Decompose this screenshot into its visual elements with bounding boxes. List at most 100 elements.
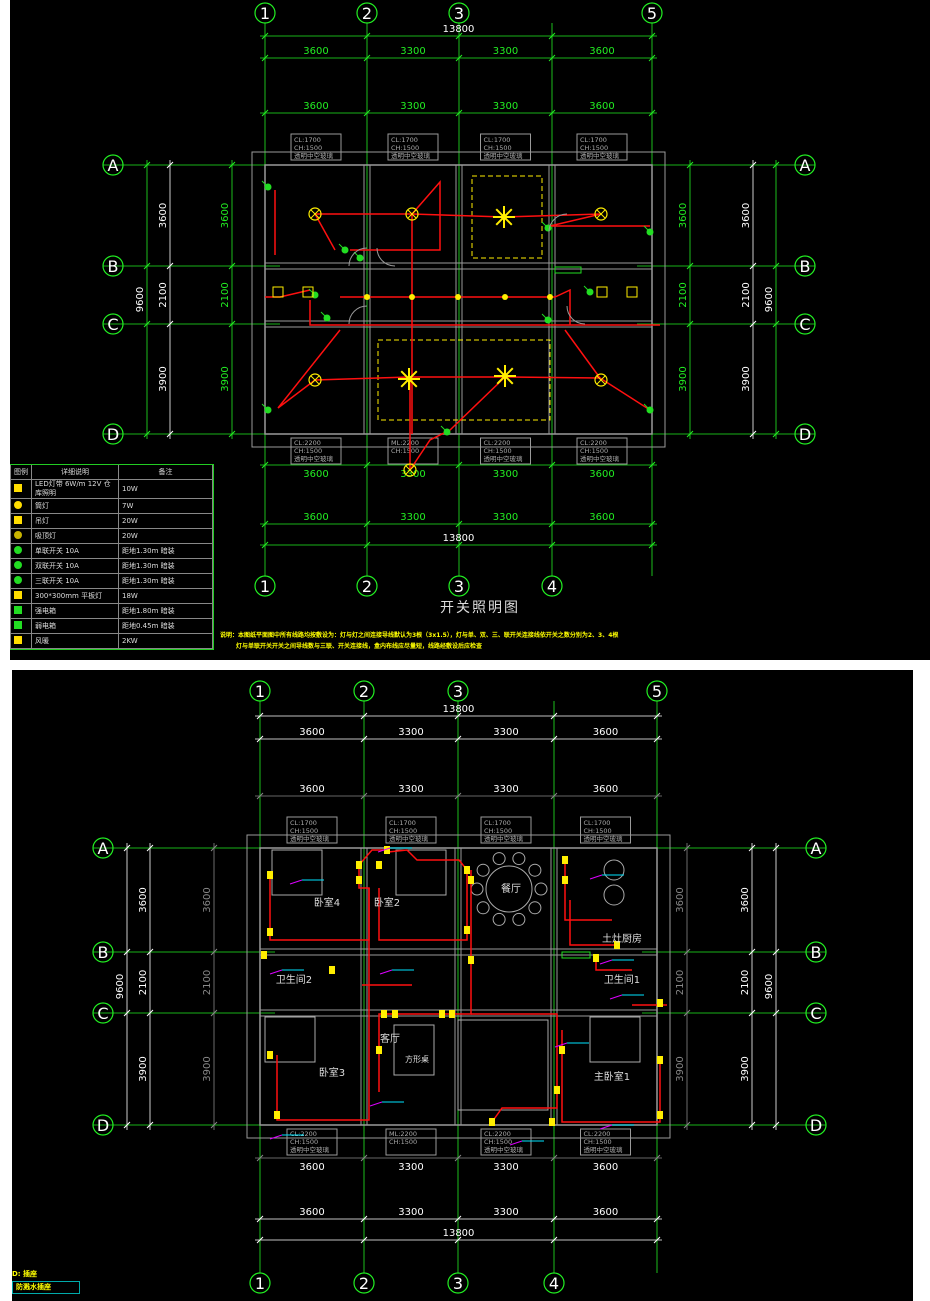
dimension-tick <box>749 430 757 438</box>
ceiling-lamp-icon <box>405 207 419 221</box>
window-tag-text: CL:1700 <box>580 136 607 144</box>
socket-icon <box>562 856 568 864</box>
window-tag <box>385 1128 437 1156</box>
chair <box>470 882 484 896</box>
dimension-tick <box>166 320 174 328</box>
axis-bubble <box>805 1002 827 1024</box>
legend-note: 20W <box>118 528 213 544</box>
dimension-tick <box>548 109 556 117</box>
circuit-tag-leader <box>599 1124 613 1130</box>
ceiling-lamp-icon <box>596 209 606 219</box>
window-tag-text: CL:1700 <box>294 136 321 144</box>
dimension-tick <box>143 430 151 438</box>
chair <box>534 882 548 896</box>
axis-label: 4 <box>547 577 557 596</box>
panel-light-icon <box>626 286 638 298</box>
window-tag <box>480 1128 532 1156</box>
dimension-tick <box>648 32 656 40</box>
wire-run <box>409 376 506 471</box>
row-span-dimension: 2100 <box>138 970 149 995</box>
socket-icon <box>376 861 382 869</box>
note-line: 说明：本图纸平面图中所有线路均按敷设为：灯与灯之间连接导线默认为3根（3x1.5… <box>220 632 619 639</box>
dimension-tick <box>261 109 269 117</box>
span-dimension: 3600 <box>303 46 328 57</box>
row-span-dimension: 2100 <box>740 970 751 995</box>
door-swing <box>566 305 586 325</box>
window-tag-text: CH:1500 <box>484 144 512 152</box>
dimension-tick <box>210 844 218 852</box>
socket-icon <box>464 866 470 874</box>
span-dimension: 3300 <box>493 469 518 480</box>
dimension-tick <box>166 161 174 169</box>
ceiling-lamp-icon <box>308 207 322 221</box>
stamp-label: D: 插座 <box>12 1270 38 1278</box>
socket-icon <box>274 1111 280 1119</box>
chair <box>512 852 526 866</box>
axis-label: C <box>810 1004 821 1023</box>
dimension-tick <box>123 1121 131 1129</box>
window-tag-text: 透明中空玻璃 <box>290 834 330 843</box>
circuit-tag-leader <box>509 1140 523 1146</box>
power-box-icon <box>561 951 591 959</box>
note-line: 灯与单联开关开关之间导线数与三联、开关连接线，盒内布线应尽量短，线路经敷设后应检… <box>236 643 483 650</box>
axis-label: 3 <box>453 682 463 701</box>
weak-box-icon <box>14 620 22 629</box>
window-tag <box>290 437 342 465</box>
axis-label: D <box>810 1116 822 1135</box>
axis-label: C <box>799 315 810 334</box>
bed <box>589 1016 641 1063</box>
dimension-tick <box>772 1121 780 1129</box>
power-box-icon <box>554 266 582 274</box>
legend-row: 强电箱距地1.80m 暗装 <box>10 603 213 619</box>
legend-note: 距地1.30m 暗装 <box>118 573 213 589</box>
span-dimension: 3300 <box>400 101 425 112</box>
axis-label: 2 <box>362 577 372 596</box>
legend-header-cell: 备注 <box>118 465 213 480</box>
span-dimension: 3600 <box>299 784 324 795</box>
window-tag <box>576 437 628 465</box>
dimension-tick <box>166 430 174 438</box>
window-tag-text: CL:2200 <box>580 439 607 447</box>
ceiling-lamp-icon <box>310 209 320 219</box>
dimension-tick <box>653 1236 661 1244</box>
dimension-tick <box>653 1215 661 1223</box>
span-dimension: 3600 <box>589 512 614 523</box>
wire-run <box>277 329 341 409</box>
bed <box>271 849 323 896</box>
socket-icon <box>657 999 663 1007</box>
dimension-tick <box>648 54 656 62</box>
span-dimension: 3600 <box>589 46 614 57</box>
dimension-tick <box>123 948 131 956</box>
window-tag-text: 透明中空玻璃 <box>580 151 620 160</box>
wire-run <box>564 329 601 379</box>
dimension-tick <box>454 735 462 743</box>
circuit-tag-leader <box>269 1134 283 1140</box>
dimension-tick <box>748 1009 756 1017</box>
axis-bubble <box>254 575 276 597</box>
dimension-tick <box>363 461 371 469</box>
dimension-tick <box>256 1236 264 1244</box>
chair <box>512 912 526 926</box>
wire-run <box>378 870 468 941</box>
exterior-wall-inner <box>264 164 653 435</box>
dimension-tick <box>548 520 556 528</box>
dimension-tick <box>210 948 218 956</box>
dimension-tick <box>683 844 691 852</box>
dimension-tick <box>748 1121 756 1129</box>
circuit-tag-leader <box>609 994 623 1000</box>
window-tag-text: CL:1700 <box>391 136 418 144</box>
legend-desc: 单联开关 10A <box>31 543 119 559</box>
dimension-tick <box>123 1009 131 1017</box>
window-tag-text: CH:1500 <box>580 447 608 455</box>
dimension-tick <box>228 430 236 438</box>
window-tag-text: CH:1500 <box>484 827 512 835</box>
socket-icon <box>267 871 273 879</box>
span-dimension: 3600 <box>299 1162 324 1173</box>
room-label: 卫生间1 <box>604 973 640 986</box>
circuit-tag-leader <box>599 959 613 965</box>
